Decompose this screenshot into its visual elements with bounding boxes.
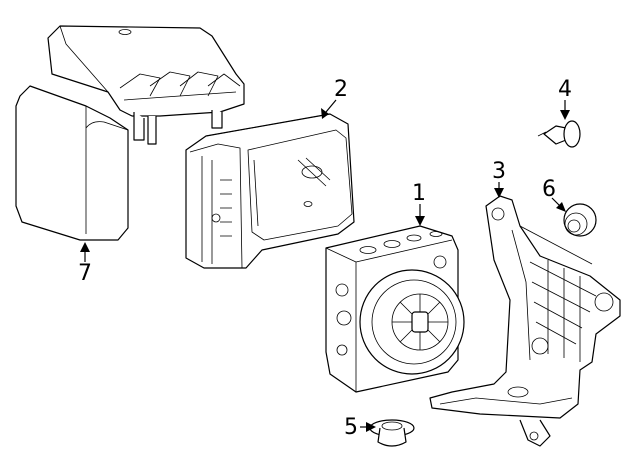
callout-7: 7 [78, 242, 92, 286]
callout-label-5: 5 [344, 415, 358, 440]
callout-label-7: 7 [78, 261, 92, 286]
callout-4: 4 [558, 77, 572, 120]
callout-label-4: 4 [558, 77, 572, 102]
callout-2: 2 [321, 77, 348, 119]
part-1-hydraulic-unit [325, 225, 465, 393]
callout-1: 1 [412, 181, 426, 226]
callout-label-6: 6 [542, 177, 556, 202]
part-5-grommet [369, 419, 415, 447]
callout-3: 3 [492, 159, 506, 198]
callout-5: 5 [344, 415, 376, 440]
callout-label-3: 3 [492, 159, 506, 184]
callout-6: 6 [542, 177, 566, 212]
part-4-pin [537, 120, 581, 148]
part-6-grommet [563, 203, 597, 237]
callout-label-2: 2 [334, 77, 348, 102]
part-2-control-module [185, 113, 355, 269]
part-7-cover [15, 25, 245, 241]
callout-label-1: 1 [412, 181, 426, 206]
part-3-bracket [429, 195, 621, 447]
